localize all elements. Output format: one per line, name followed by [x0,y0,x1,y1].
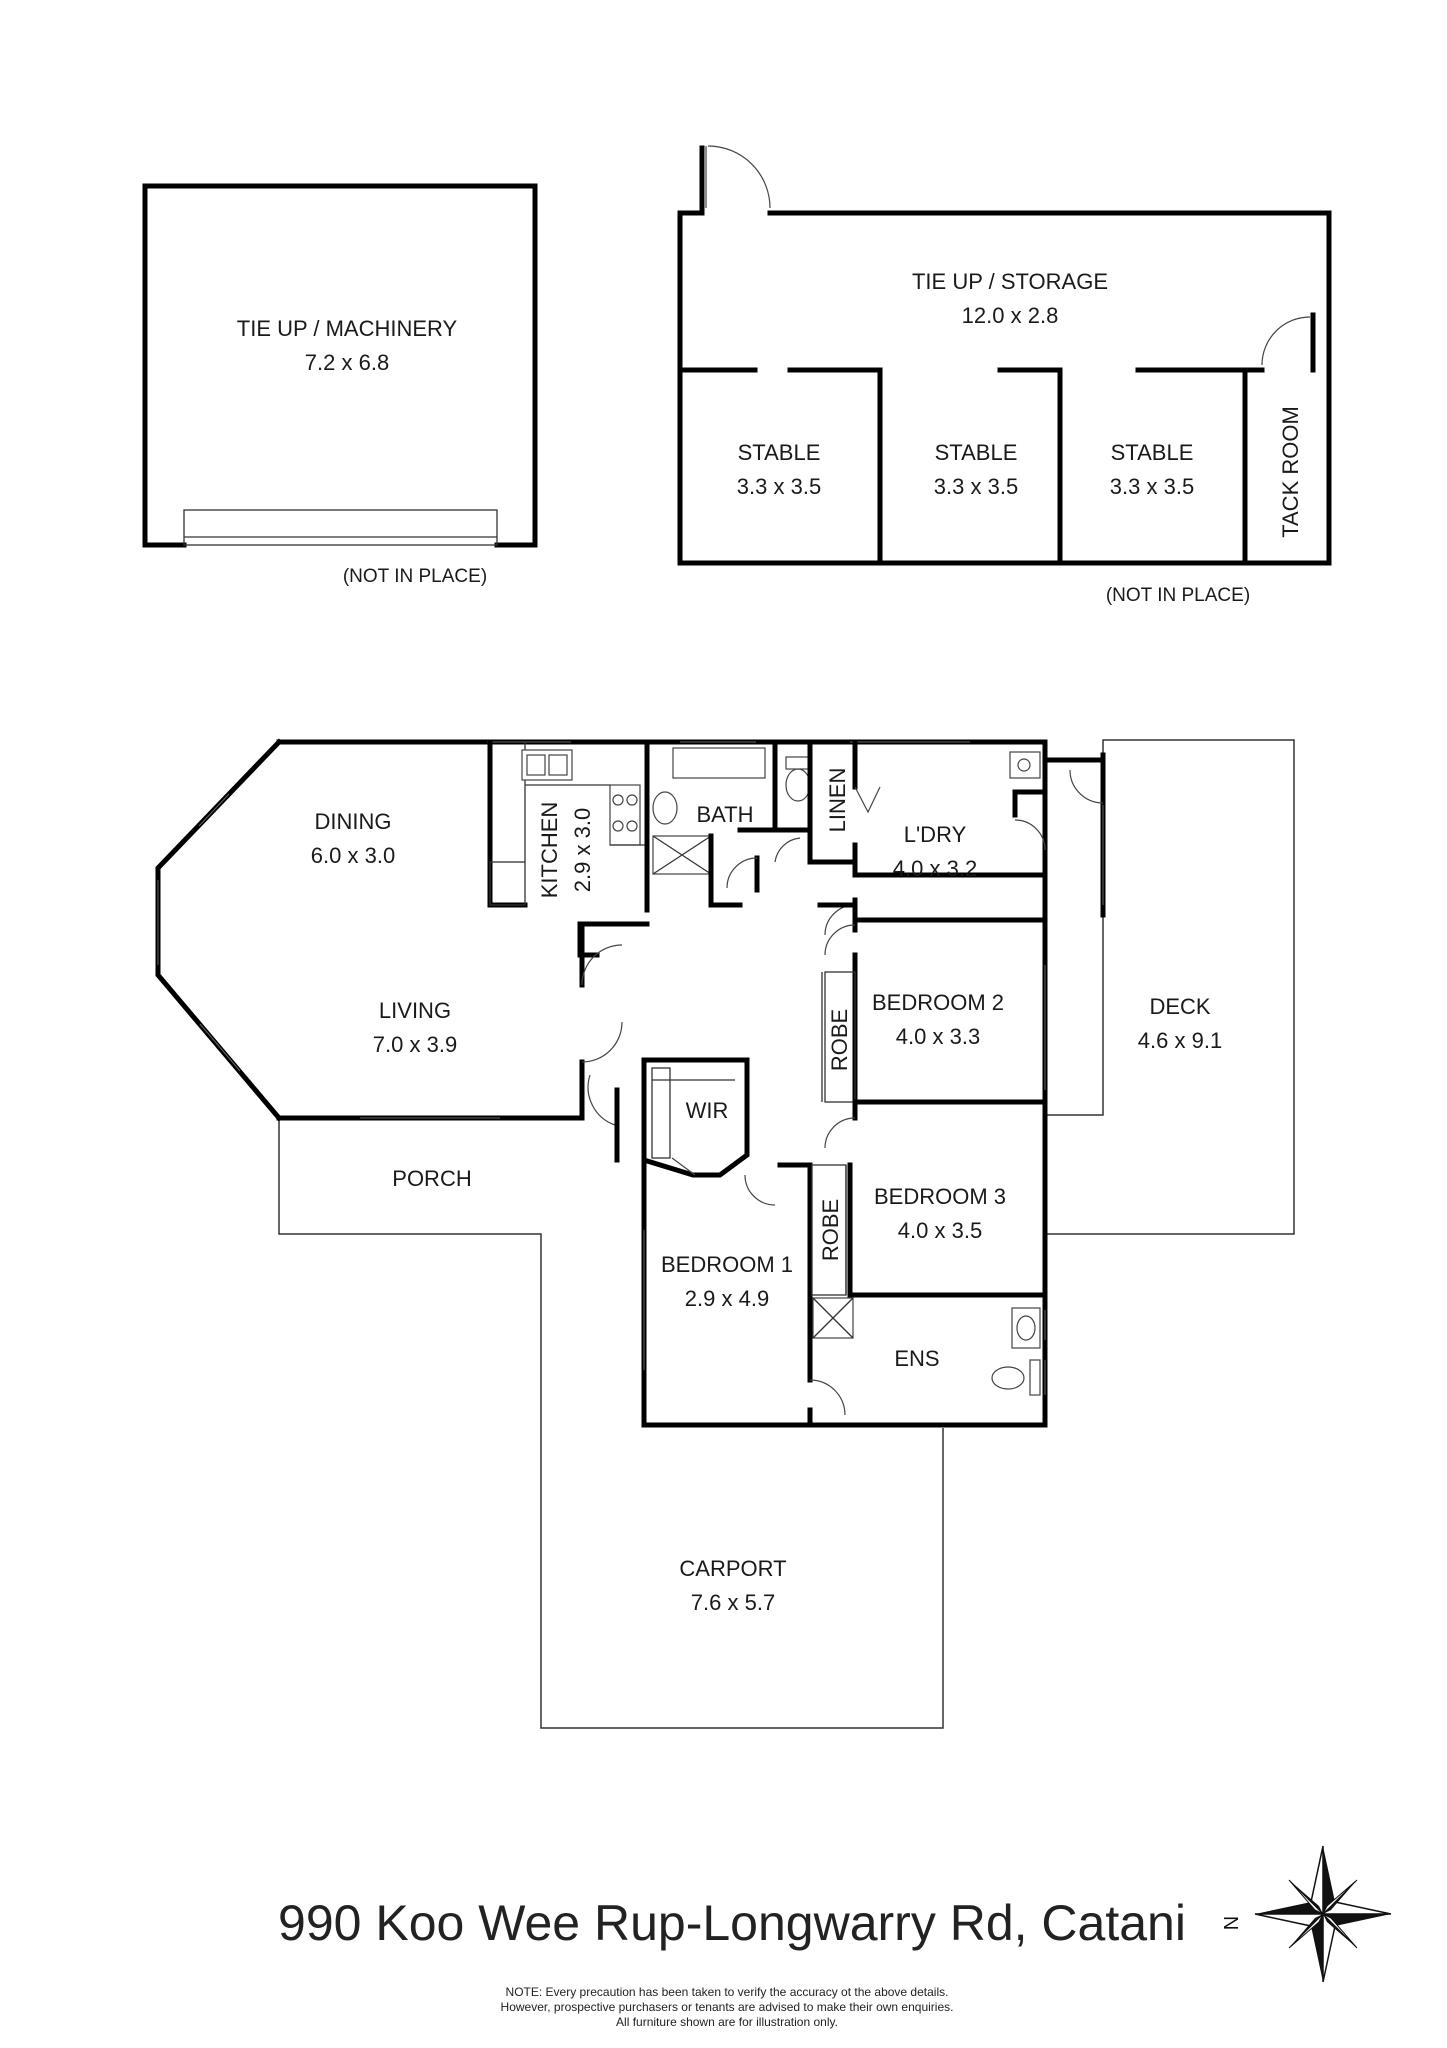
compass-icon [1254,1845,1392,1983]
kitchen-name: KITCHEN [537,802,562,899]
kitchen-size: 2.9 x 3.0 [570,808,595,892]
wir-name: WIR [686,1098,729,1123]
basin-bath [652,791,678,825]
storage-size: 12.0 x 2.8 [962,303,1059,328]
toilet-wc [785,768,811,802]
cooktop [609,784,641,846]
disclaimer-line-1: NOTE: Every precaution has been taken to… [506,1985,949,1999]
property-address: 990 Koo Wee Rup-Longwarry Rd, Catani [278,1895,1186,1951]
bedroom3-name: BEDROOM 3 [874,1184,1006,1209]
compass-north-label: N [1221,1916,1243,1930]
carport-size: 7.6 x 5.7 [691,1590,775,1615]
dining-name: DINING [315,809,392,834]
disclaimer-line-3: All furniture shown are for illustration… [616,2015,838,2029]
robe2-name: ROBE [827,1009,852,1071]
deck-size: 4.6 x 9.1 [1138,1028,1222,1053]
robe3-name: ROBE [818,1199,843,1261]
stable3-size: 3.3 x 3.5 [1110,474,1194,499]
bathtub [672,747,766,779]
main-house: KITCHEN 2.9 x 3.0 BATH LINEN [155,738,1295,1729]
stable2-name: STABLE [935,440,1018,465]
linen-name: LINEN [825,768,850,833]
bedroom2-name: BEDROOM 2 [872,990,1004,1015]
living-door-swing [587,1074,616,1126]
dining-size: 6.0 x 3.0 [311,843,395,868]
octagon-bay-wall [155,738,283,1122]
linen-door [854,786,881,814]
bedroom1-size: 2.9 x 4.9 [685,1286,769,1311]
porch-outline [278,1118,542,1428]
tack-room-name: TACK ROOM [1278,406,1303,538]
machinery-name: TIE UP / MACHINERY [237,316,458,341]
carport-name: CARPORT [679,1556,786,1581]
stable2-size: 3.3 x 3.5 [934,474,1018,499]
stable1-size: 3.3 x 3.5 [737,474,821,499]
stable-building: TIE UP / STORAGE 12.0 x 2.8 STABLE 3.3 x… [677,145,1332,606]
living-name: LIVING [379,998,451,1023]
toilet-ensuite [991,1366,1025,1390]
machinery-shed: TIE UP / MACHINERY 7.2 x 6.8 (NOT IN PLA… [142,183,538,587]
laundry-size: 4.0 x 3.2 [893,856,977,881]
bedroom1-name: BEDROOM 1 [661,1252,793,1277]
bath-name: BATH [696,802,753,827]
living-size: 7.0 x 3.9 [373,1032,457,1057]
storage-name: TIE UP / STORAGE [912,269,1108,294]
bedroom3-size: 4.0 x 3.5 [898,1218,982,1243]
porch-name: PORCH [392,1166,471,1191]
stable-entry-door-swing [707,145,771,209]
tack-room-door-swing [1261,316,1311,366]
laundry-name: L'DRY [904,822,967,847]
deck-name: DECK [1149,994,1210,1019]
bedroom2-size: 4.0 x 3.3 [896,1024,980,1049]
carport-outline [540,1428,944,1729]
disclaimer-line-2: However, prospective purchasers or tenan… [501,2000,954,2014]
machinery-note: (NOT IN PLACE) [343,566,487,587]
storage-note: (NOT IN PLACE) [1106,585,1250,606]
ensuite-name: ENS [894,1346,939,1371]
machinery-size: 7.2 x 6.8 [305,350,389,375]
deck-area [1044,739,1295,1235]
stable1-name: STABLE [738,440,821,465]
stable3-name: STABLE [1111,440,1194,465]
kitchen-door-swing [581,944,623,986]
